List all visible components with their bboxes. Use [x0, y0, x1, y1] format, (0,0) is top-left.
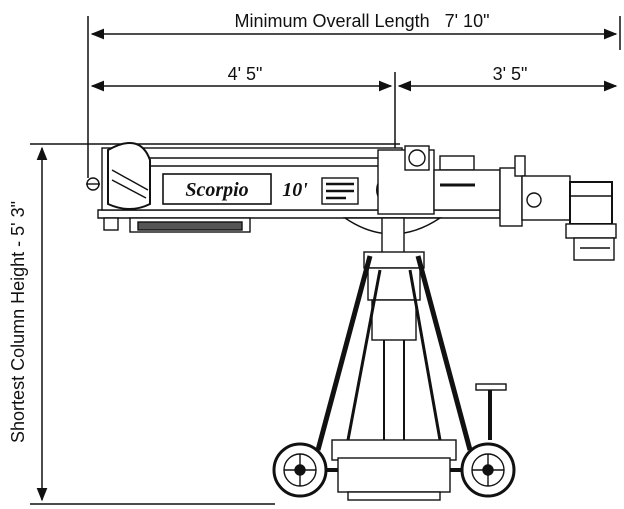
- product-model: 10': [282, 179, 308, 201]
- front-section-label: 4' 5": [228, 64, 263, 84]
- pivot-head: [342, 145, 501, 235]
- dolly-wheel-right: [460, 442, 516, 498]
- dimension-column-height: Shortest Column Height - 5' 3": [4, 143, 400, 505]
- counterweight: [86, 141, 151, 210]
- dimension-front-section: 4' 5": [90, 64, 396, 148]
- dolly-base: [300, 383, 507, 501]
- column-and-legs: [315, 217, 473, 451]
- overall-length-label: Minimum Overall Length 7' 10": [235, 11, 490, 31]
- column-height-label: Shortest Column Height - 5' 3": [8, 201, 28, 443]
- dimension-overall-length: Minimum Overall Length 7' 10": [87, 6, 621, 178]
- camera-head: [499, 155, 617, 261]
- crane-drawing: Scorpio 10': [86, 141, 617, 501]
- dolly-wheel-left: [272, 442, 328, 498]
- dimension-rear-section: 3' 5": [397, 64, 618, 92]
- product-name: Scorpio: [185, 179, 248, 201]
- logo-plate: Scorpio 10': [162, 173, 359, 205]
- rear-section-label: 3' 5": [493, 64, 528, 84]
